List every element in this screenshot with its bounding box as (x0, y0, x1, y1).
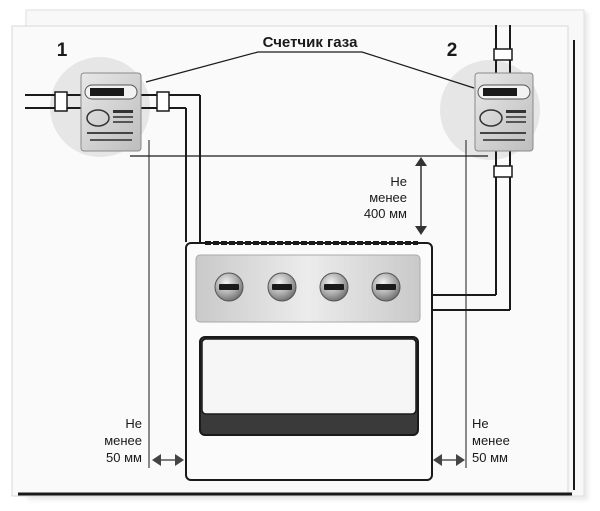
meter-1-counter-display (90, 88, 124, 96)
gas-stove (185, 241, 433, 481)
gas-meter-2 (474, 72, 534, 152)
stove-control-panel (195, 254, 421, 323)
vertical-clearance-arrow (415, 157, 427, 235)
left-clearance-arrow (152, 454, 184, 466)
meter-1-number: 1 (57, 40, 68, 61)
meter-2-number: 2 (447, 40, 458, 61)
burner-knob-3 (319, 272, 349, 302)
callout-label-gas-meter: Счетчик газа (263, 34, 358, 51)
burner-knob-2 (267, 272, 297, 302)
left-dimension-line2: менее (104, 433, 142, 448)
meter-2-logo-icon (479, 109, 503, 127)
right-dimension-line3: 50 мм (472, 450, 508, 465)
meter-2-counter-display (483, 88, 517, 96)
meter-1-logo-icon (86, 109, 110, 127)
vertical-dimension-line2: менее (369, 190, 407, 205)
gas-meter-1 (80, 72, 142, 152)
vertical-dimension-line1: Не (390, 174, 407, 189)
burner-knob-4 (371, 272, 401, 302)
burner-knob-1 (214, 272, 244, 302)
pipe-2-coupling-bottom (493, 165, 513, 178)
vertical-dimension-line3: 400 мм (364, 206, 407, 221)
right-dimension-line2: менее (472, 433, 510, 448)
left-dimension-line3: 50 мм (106, 450, 142, 465)
callout-leader-lines (145, 51, 475, 89)
right-dimension-line1: Не (472, 416, 489, 431)
pipe-1-coupling-right (156, 91, 170, 112)
pipe-2-coupling-top (493, 48, 513, 61)
oven-door-window (201, 338, 417, 415)
left-dimension-line1: Не (125, 416, 142, 431)
pipe-1-coupling-left (54, 91, 68, 112)
gas-pipe-2 (432, 25, 511, 311)
right-clearance-arrow (433, 454, 465, 466)
